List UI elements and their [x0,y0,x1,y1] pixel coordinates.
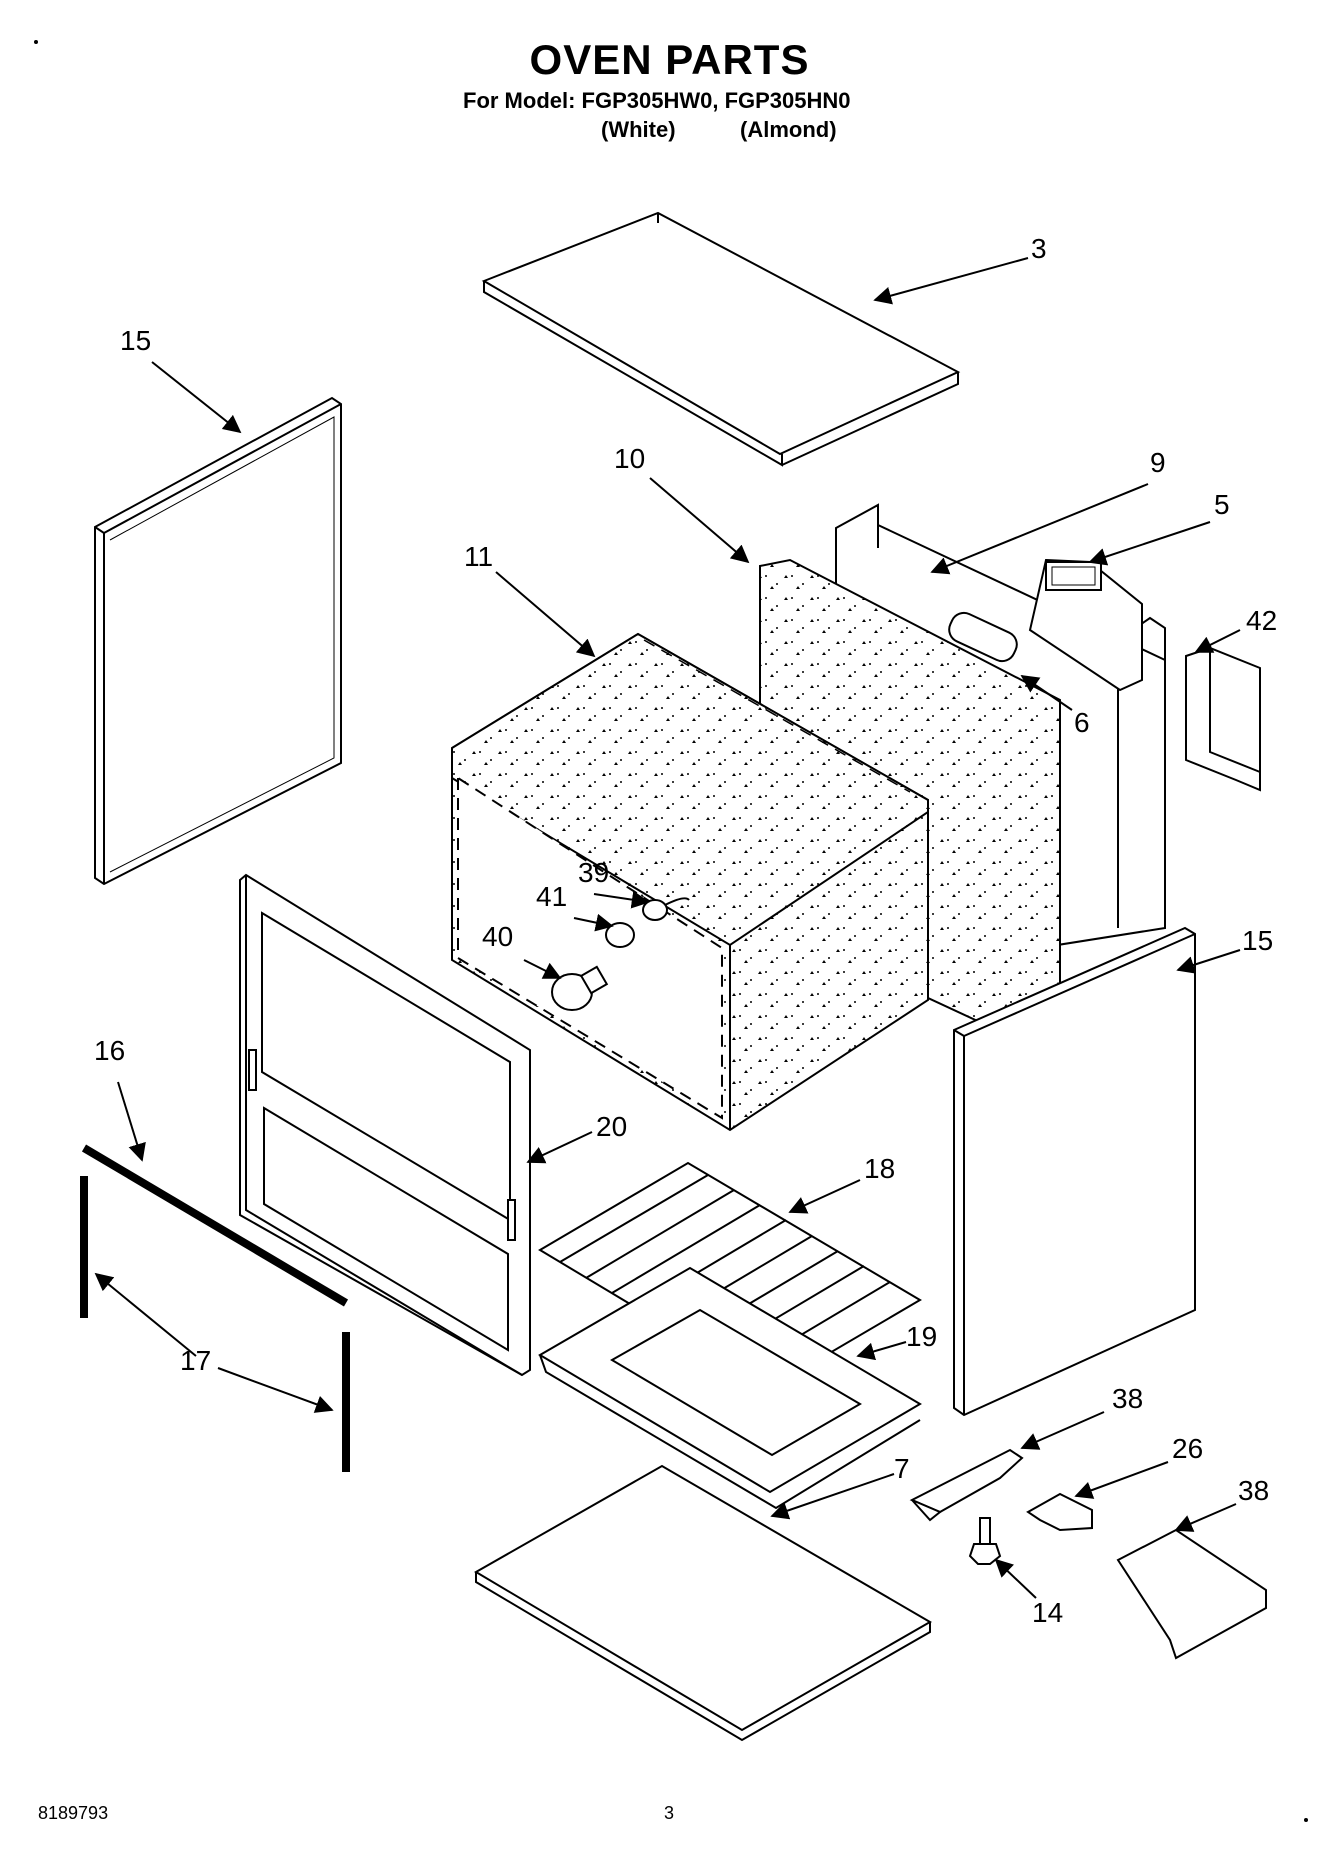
leader-16 [117,1081,146,1162]
leader-42 [1194,629,1241,653]
part-3-top-panel [481,211,961,467]
leader-39 [593,890,650,909]
callout-19: 19 [906,1321,937,1352]
model-line: For Model: FGP305HW0, FGP305HN0 [463,88,851,113]
callout-15-left: 15 [120,325,151,356]
part-7-bottom-panel [474,1464,932,1742]
leader-40 [523,959,562,979]
part-15-left-side-panel [94,396,342,886]
leader-19 [856,1341,907,1361]
leader-18 [788,1179,861,1214]
variant-white: (White) [601,117,676,142]
page-title: OVEN PARTS [529,36,810,83]
leader-10 [649,477,750,564]
leader-9 [930,483,1149,575]
callout-15-right: 15 [1242,925,1273,956]
callout-40: 40 [482,921,513,952]
leader-15b [1176,949,1241,974]
leader-38b [1174,1503,1237,1532]
callout-9: 9 [1150,447,1166,478]
page-number: 3 [664,1803,675,1823]
part-14-leveling-leg [968,1517,1002,1565]
part-15-right-side-panel [953,926,1196,1417]
leader-5 [1088,521,1211,566]
part-40-bulb [551,965,609,1011]
part-20-front-frame [239,873,531,1377]
corner-dot-top [34,40,38,44]
part-6-vent-cap [948,611,1018,663]
leader-14 [994,1558,1037,1599]
callout-26: 26 [1172,1433,1203,1464]
part-26-clip [1026,1492,1093,1532]
part-19-oven-bottom [538,1266,922,1510]
document-number: 8189793 [38,1803,109,1823]
callout-6: 6 [1074,707,1090,738]
leader-20 [526,1131,593,1164]
corner-dot-bottom [1304,1818,1308,1822]
callout-10: 10 [614,443,645,474]
callout-14: 14 [1032,1597,1063,1628]
callout-41: 41 [536,881,567,912]
callout-16: 16 [94,1035,125,1066]
callout-3: 3 [1031,233,1047,264]
leader-lines [94,257,1241,1599]
callout-42: 42 [1246,605,1277,636]
part-18-oven-rack [538,1161,922,1390]
leader-17a [94,1272,197,1357]
callout-numbers: 3 15 10 9 5 11 42 6 39 41 40 15 16 20 18… [94,233,1277,1628]
part-38-lower-bracket [1116,1528,1267,1660]
leader-15a [151,361,242,434]
part-16-trim-strip [81,1144,349,1307]
leader-26 [1074,1461,1169,1499]
callout-5: 5 [1214,489,1230,520]
callout-11: 11 [464,541,493,572]
part-38-upper-bracket [909,1448,1024,1522]
callout-20: 20 [596,1111,627,1142]
callout-7: 7 [894,1453,910,1484]
leader-41 [573,913,614,932]
leader-38a [1020,1411,1105,1450]
leader-17b [217,1367,334,1413]
part-17-trim-strips [80,1176,350,1472]
callout-38-lower: 38 [1238,1475,1269,1506]
callout-17: 17 [180,1345,211,1376]
leader-6 [1020,674,1073,711]
part-42-bracket [1185,646,1261,792]
leader-11 [495,571,596,658]
callout-39: 39 [578,857,609,888]
leader-7 [770,1473,895,1520]
callout-18: 18 [864,1153,895,1184]
callout-38-upper: 38 [1112,1383,1143,1414]
variant-almond: (Almond) [740,117,837,142]
leader-3 [873,257,1029,305]
